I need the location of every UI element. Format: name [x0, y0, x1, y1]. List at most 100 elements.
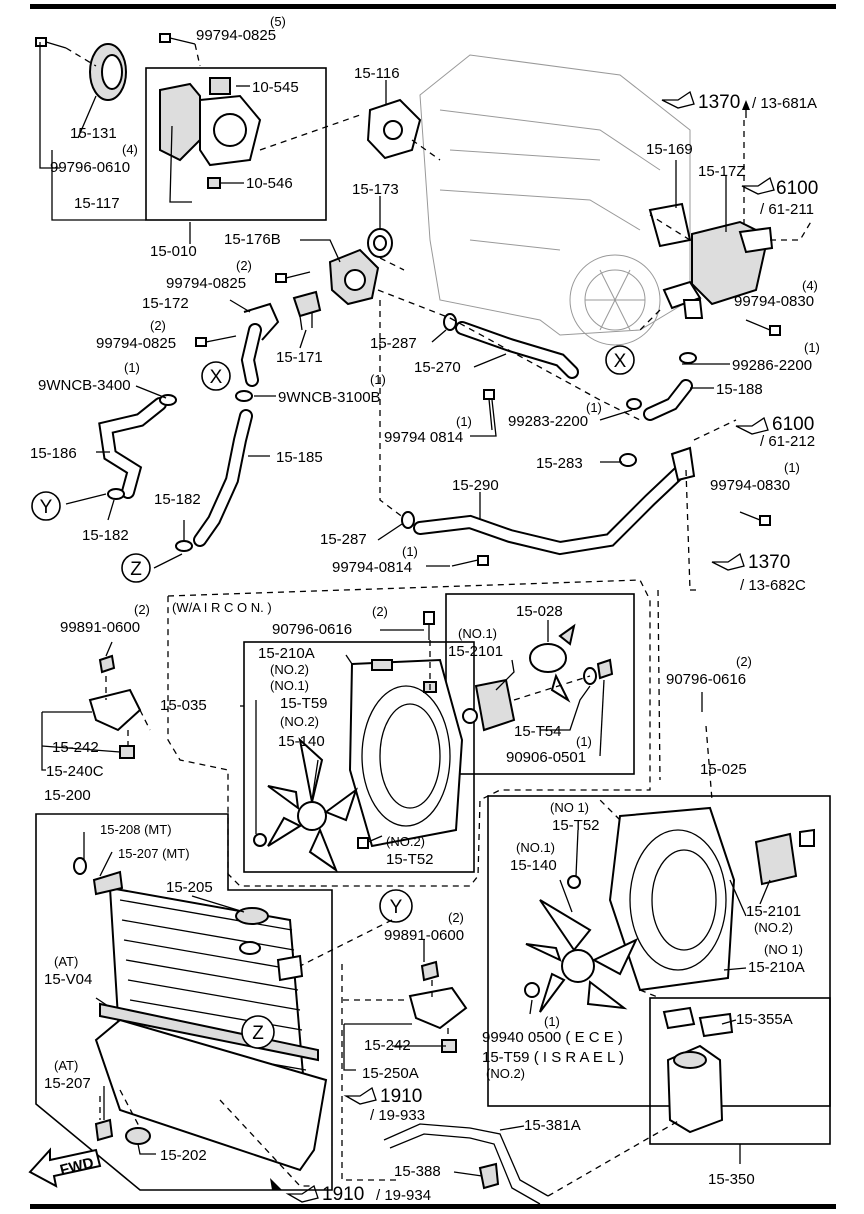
- label-15-140-top: 15-140: [278, 733, 325, 750]
- label-15-182-b: 15-182: [82, 527, 129, 544]
- qty-15-t52: (NO.2): [386, 834, 425, 849]
- label-15-207-at: 15-207: [44, 1075, 91, 1092]
- label-99796-0610: 99796-0610: [50, 159, 130, 176]
- label-15-200: 15-200: [44, 787, 91, 804]
- filler-neck: [276, 954, 304, 982]
- ref-hand-icon-6100-a: [741, 176, 775, 195]
- pipe-15-270: [455, 321, 579, 379]
- qty-15-2101-top: (NO.1): [458, 626, 497, 641]
- qty-90796-0616-a: (2): [372, 604, 388, 619]
- label-15-2101-r: 15-2101: [746, 903, 801, 920]
- clamp-15-283: [619, 453, 637, 467]
- bolt-99794-0825-top: [159, 33, 196, 45]
- shroud-15-210a-lower: [608, 806, 736, 992]
- label-15-381a: 15-381A: [524, 1117, 581, 1134]
- label-15-185: 15-185: [276, 449, 323, 466]
- part-labels: (5) 99794-0825 10-545 15-116 1370 / 13-6…: [30, 14, 820, 1205]
- label-99794-0830-b: 99794-0830: [710, 477, 790, 494]
- qty-15-140-top: (NO.2): [280, 714, 319, 729]
- clamp-9wncb-3100b: [235, 390, 253, 402]
- ref-hand-icon-1910: [343, 1086, 377, 1105]
- label-99794-0814-a: 99794 0814: [384, 429, 463, 446]
- drain-15-208: [73, 857, 87, 875]
- top-border-bar: [30, 4, 836, 9]
- fan-blade-15-140-upper: [267, 737, 358, 873]
- label-90796-0616-b: 90796-0616: [666, 671, 746, 688]
- label-15-186: 15-186: [30, 445, 77, 462]
- label-ref-6100-b: 6100: [772, 414, 814, 435]
- gasket-15-173: [367, 228, 393, 258]
- motor-15-2101-upper: [462, 678, 516, 732]
- label-99794-0825-c: 99794-0825: [96, 335, 176, 352]
- bolt-15-t52-lower: [567, 875, 581, 889]
- label-99286-2200: 99286-2200: [732, 357, 812, 374]
- label-15-t52: 15-T52: [386, 851, 434, 868]
- label-15-210a-r: 15-210A: [748, 959, 805, 976]
- clamp-15-182-a: [107, 488, 125, 500]
- bolt-15-t52-upper: [357, 835, 383, 849]
- callout-z-circle-radiator: [241, 1015, 275, 1049]
- water-pump-group-box: [145, 67, 327, 221]
- label-15-171: 15-171: [276, 349, 323, 366]
- label-15-025: 15-025: [700, 761, 747, 778]
- qty-90796-0616-b: (2): [736, 654, 752, 669]
- qty-99891-0600-a: (2): [134, 602, 150, 617]
- label-15-205: 15-205: [166, 879, 213, 896]
- callout-z-circle-left: [121, 553, 151, 583]
- label-15-17z: 15-17Z: [698, 163, 746, 180]
- ref-arrow-1910-b: [270, 1178, 282, 1190]
- label-15-182-a: 15-182: [154, 491, 201, 508]
- ref-arrow-1370: [742, 100, 750, 118]
- gasket-15-116: [366, 98, 422, 160]
- callout-z-left: Z: [130, 559, 142, 580]
- label-15-010: 15-010: [150, 243, 197, 260]
- callout-x-circle-right: [605, 345, 635, 375]
- clamp-15-182-b: [175, 540, 193, 552]
- qty-99794-0814-b: (1): [402, 544, 418, 559]
- clamp-99283-2200: [626, 398, 642, 410]
- qty-90906-0501: (1): [576, 734, 592, 749]
- qty-99940-0500: (1): [544, 1014, 560, 1029]
- cover-15-172: [240, 302, 280, 387]
- label-15-t54: 15-T54: [514, 723, 562, 740]
- callout-x-circle-upper: [201, 361, 231, 391]
- label-15-290: 15-290: [452, 477, 499, 494]
- ref-hand-icon-6100-b: [735, 416, 769, 435]
- hose-15-185: [193, 409, 253, 547]
- water-pump-group-bracket: [51, 150, 146, 221]
- bolt-99794-0814-a: [483, 389, 495, 431]
- pulley-15-131: [89, 43, 127, 101]
- label-15-176b: 15-176B: [224, 231, 281, 248]
- bracket-15-240c: [88, 654, 142, 759]
- label-15-173: 15-173: [352, 181, 399, 198]
- hose-15-186: [98, 397, 167, 499]
- bracket-15-250a: [408, 960, 468, 1053]
- fwd-arrow-icon: [28, 1147, 102, 1188]
- pipe-15-290: [413, 446, 696, 556]
- label-99891-0600-a: 99891-0600: [60, 619, 140, 636]
- thermostat-15-171: [292, 290, 322, 331]
- bolt-99796-0610: [35, 37, 67, 49]
- callout-y-circle-left: [31, 491, 61, 521]
- qty-99794-0825-b: (2): [236, 258, 252, 273]
- qty-15-210a-r: (NO 1): [764, 942, 803, 957]
- housing-15-176b: [328, 248, 380, 306]
- housing-15-17z: [662, 220, 774, 319]
- reservoir-tank: [662, 1006, 734, 1134]
- callout-y-left: Y: [40, 497, 53, 518]
- label-15-131: 15-131: [70, 125, 117, 142]
- label-w-air-con: (W/A I R C O N. ): [172, 600, 272, 615]
- label-99794-0825-top: 99794-0825: [196, 27, 276, 44]
- grommet-15-202: [125, 1127, 151, 1145]
- qty-99796-0610: (4): [122, 142, 138, 157]
- qty-15-t59: (NO.1): [270, 678, 309, 693]
- qty-15-140-r: (NO.1): [516, 840, 555, 855]
- label-15-v04: 15-V04: [44, 971, 92, 988]
- o-ring-15-287-b: [401, 511, 415, 529]
- label-90906-0501: 90906-0501: [506, 749, 586, 766]
- qty-99794-0830-b: (1): [784, 460, 800, 475]
- label-15-172: 15-172: [142, 295, 189, 312]
- label-15-250a: 15-250A: [362, 1065, 419, 1082]
- radiator-15-200-box: [35, 813, 333, 1191]
